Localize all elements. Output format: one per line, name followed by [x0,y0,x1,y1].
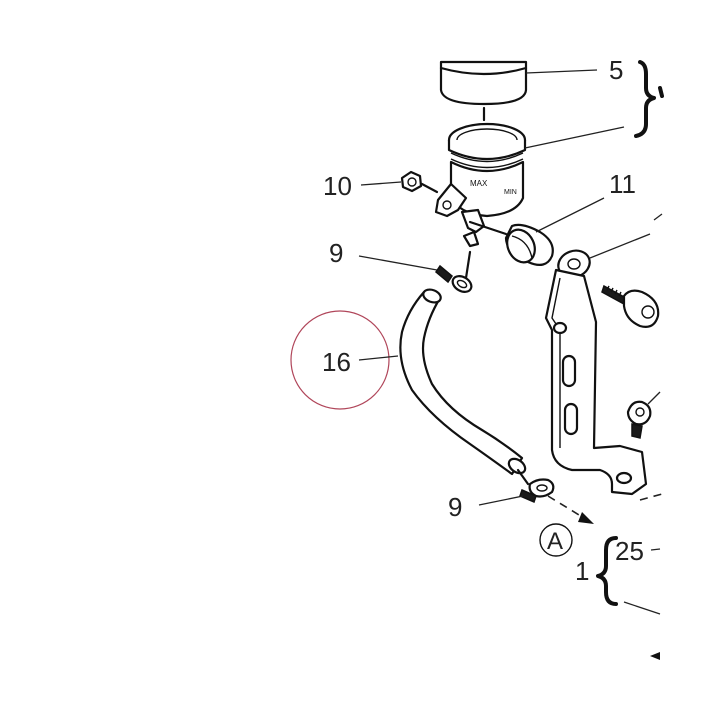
hose-clip-lower [519,478,555,504]
axis-line-11 [468,220,508,236]
leader-25 [650,548,661,551]
leader-16 [358,355,399,361]
label-16: 16 [322,347,351,377]
mounting-bracket [544,268,648,496]
axis-line-10 [420,182,439,194]
label-5: 5 [609,55,623,85]
bracket-tick [658,86,664,98]
fluid-reservoir: MAX MIN [434,122,527,248]
label-10: 10 [323,171,352,201]
edge-mark [650,652,660,660]
label-11: 11 [609,169,636,199]
leader-11 [535,197,605,233]
leader-screw [647,391,661,405]
direction-arrowhead [578,512,594,524]
axis-line-9b [516,468,530,486]
leader-5b [524,126,625,149]
nut [400,170,423,193]
label-9-top: 9 [329,238,343,268]
label-1: 1 [575,556,589,586]
leader-tick [653,213,663,221]
detail-a-circle [539,523,573,557]
grommet [504,223,554,267]
svg-text:MIN: MIN [504,189,517,196]
leader-5 [525,69,598,74]
dashed-ref-line [639,493,663,501]
axis-line-9 [464,250,472,280]
direction-arrow-line [547,495,585,519]
cap-screw [626,400,652,439]
reservoir-cap [439,60,528,122]
label-9-bottom: 9 [448,492,462,522]
leader-10 [360,181,402,186]
highlight-circle [290,310,390,410]
detail-a-label: A [547,528,563,555]
bolt [601,284,660,328]
group-bracket-bottom [596,536,618,606]
svg-text:MAX: MAX [470,179,488,188]
leader-washer [589,233,651,259]
brake-fluid-hose [399,288,527,476]
group-bracket-top [634,60,656,138]
hose-clip-upper [435,264,473,293]
label-25: 25 [615,536,644,566]
leader-9-top [358,255,438,271]
leader-1 [623,601,661,615]
leader-9-bottom [478,495,524,506]
